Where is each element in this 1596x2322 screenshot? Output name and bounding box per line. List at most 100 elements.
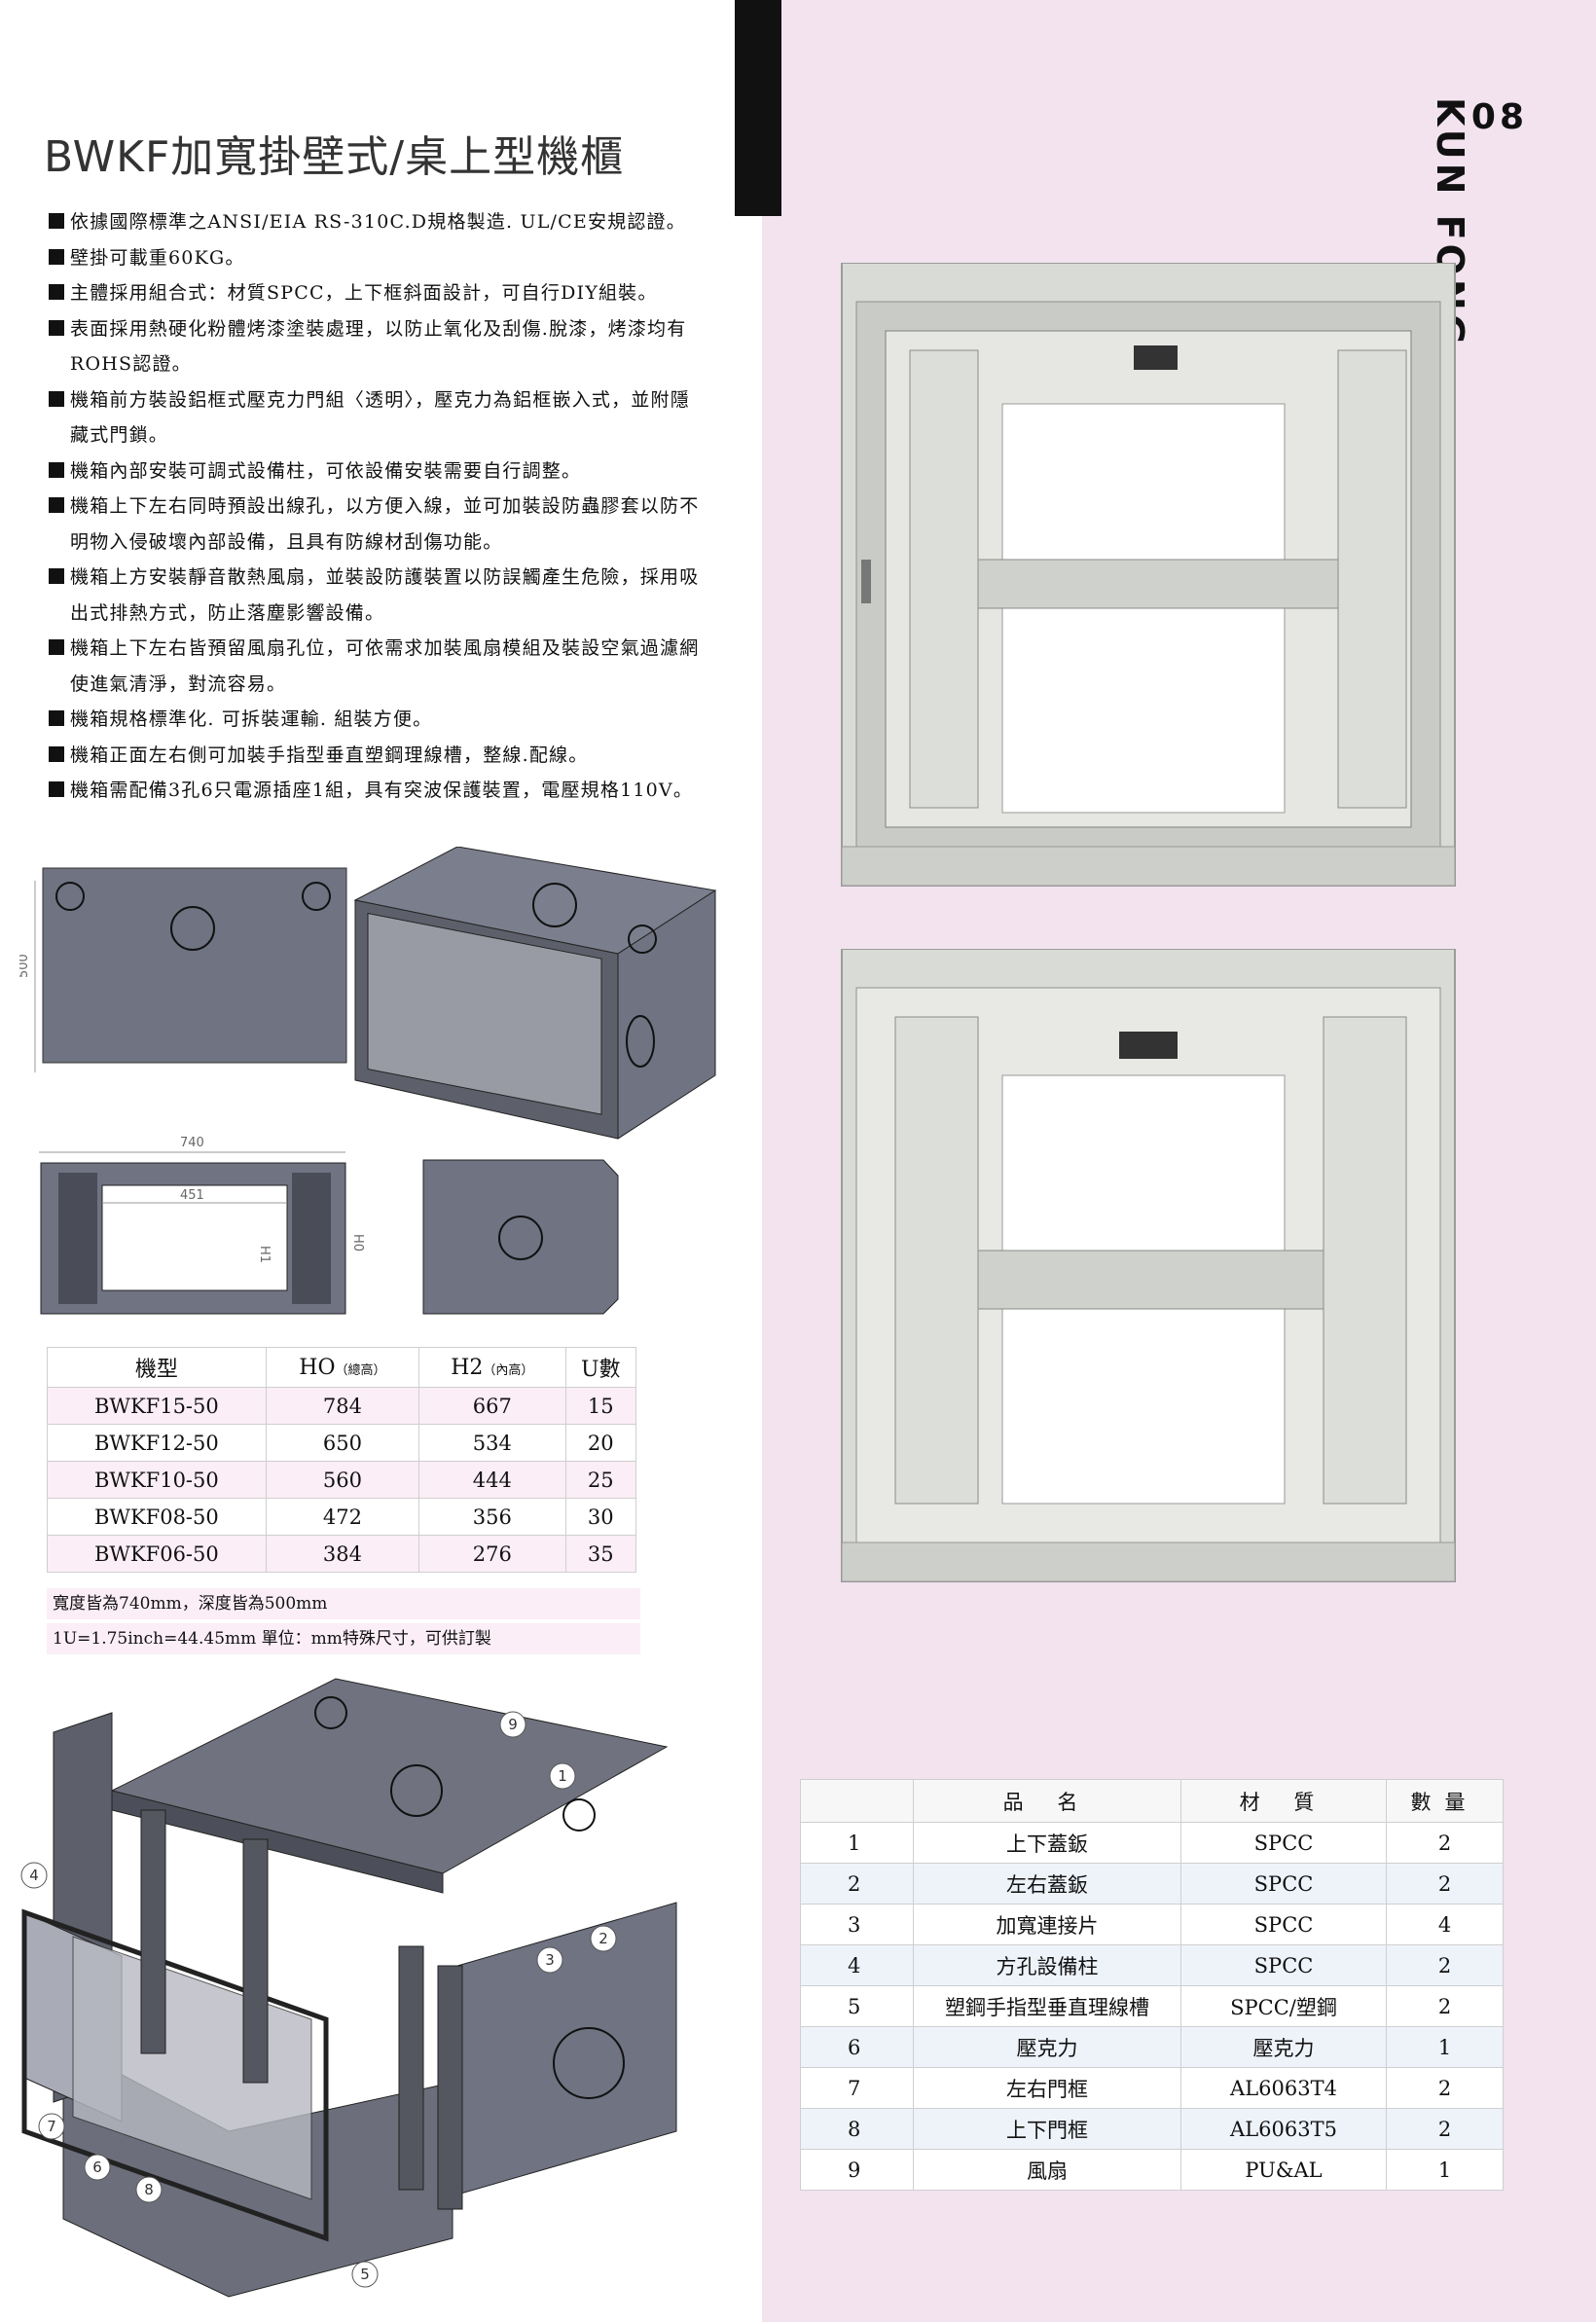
table-row: BWKF10-50 560 444 25: [47, 1461, 636, 1499]
col-header-model: 機型: [47, 1347, 267, 1388]
h0-dimension: H0: [350, 1234, 365, 1252]
feature-item: 機箱上下左右皆預留風扇孔位，可依需求加裝風扇模組及裝設空氣過濾網使進氣清淨，對流…: [49, 631, 701, 702]
cell-qty: 2: [1386, 2108, 1504, 2150]
cell-material: PU&AL: [1180, 2149, 1387, 2191]
feature-item: 依據國際標準之ANSI/EIA RS-310C.D規格製造. UL/CE安規認證…: [49, 204, 701, 240]
cell-no: 8: [800, 2108, 914, 2150]
cell-no: 4: [800, 1944, 914, 1986]
feature-item: 機箱需配備3孔6只電源插座1組，具有突波保護裝置，電壓規格110V。: [49, 773, 701, 809]
cell-no: 6: [800, 2026, 914, 2068]
cell-qty: 2: [1386, 1985, 1504, 2027]
col-header-h2: H2（內高）: [418, 1347, 566, 1388]
cell-no: 7: [800, 2067, 914, 2109]
cell-material: SPCC: [1180, 1822, 1387, 1864]
callout-4: 4: [29, 1867, 39, 1884]
cell-name: 上下門框: [913, 2108, 1181, 2150]
cell-name: 塑鋼手指型垂直理線槽: [913, 1985, 1181, 2027]
cell-ho: 560: [265, 1461, 420, 1499]
col-header-qty: 數量: [1386, 1779, 1504, 1823]
col-header-name: 品 名: [913, 1779, 1181, 1823]
cell-h2: 444: [418, 1461, 566, 1499]
cabinet-photo-open: [841, 949, 1456, 1582]
cell-material: AL6063T5: [1180, 2108, 1387, 2150]
spec-table: 機型 HO（總高） H2（內高） U數 BWKF15-50 784 667 15…: [47, 1347, 636, 1573]
cell-qty: 1: [1386, 2149, 1504, 2191]
side-label: 08 KUN FONG: [1429, 97, 1528, 348]
callout-8: 8: [144, 2181, 154, 2198]
cell-no: 3: [800, 1904, 914, 1945]
cell-material: SPCC: [1180, 1863, 1387, 1905]
callout-1: 1: [558, 1767, 567, 1785]
width-dimension: 740: [180, 1136, 204, 1150]
callout-7: 7: [47, 2118, 56, 2135]
col-header-ho: HO（總高）: [265, 1347, 420, 1388]
feature-item: 機箱上方安裝靜音散熱風扇，並裝設防護裝置以防誤觸產生危險，採用吸出式排熱方式，防…: [49, 560, 701, 631]
cell-qty: 4: [1386, 1904, 1504, 1945]
cell-h2: 276: [418, 1535, 566, 1573]
table-row: BWKF06-50 384 276 35: [47, 1535, 636, 1573]
cell-model: BWKF10-50: [47, 1461, 267, 1499]
cell-ho: 384: [265, 1535, 420, 1573]
cell-material: SPCC/塑鋼: [1180, 1985, 1387, 2027]
feature-item: 主體採用組合式：材質SPCC，上下框斜面設計，可自行DIY組裝。: [49, 275, 701, 311]
cell-h2: 667: [418, 1387, 566, 1425]
cell-u: 25: [564, 1461, 636, 1499]
table-row: BWKF12-50 650 534 20: [47, 1424, 636, 1462]
cell-ho: 650: [265, 1424, 420, 1462]
spec-note-units: 1U=1.75inch=44.45mm 單位：mm特殊尺寸，可供訂製: [47, 1623, 640, 1654]
inner-width-dimension: 451: [180, 1188, 204, 1203]
cell-model: BWKF15-50: [47, 1387, 267, 1425]
feature-item: 機箱前方裝設鋁框式壓克力門組〈透明〉，壓克力為鋁框嵌入式，並附隱藏式門鎖。: [49, 382, 701, 454]
side-view-drawing: [422, 1159, 619, 1315]
front-view-drawing: 740 451 H1 H0: [39, 1136, 365, 1315]
cell-no: 5: [800, 1985, 914, 2027]
cell-qty: 2: [1386, 2067, 1504, 2109]
cell-model: BWKF06-50: [47, 1535, 267, 1573]
cell-name: 方孔設備柱: [913, 1944, 1181, 1986]
cell-material: SPCC: [1180, 1904, 1387, 1945]
cell-ho: 472: [265, 1498, 420, 1536]
cell-material: 壓克力: [1180, 2026, 1387, 2068]
cell-u: 15: [564, 1387, 636, 1425]
page-tab: [735, 0, 781, 216]
col-header-material: 材 質: [1180, 1779, 1387, 1823]
cell-name: 壓克力: [913, 2026, 1181, 2068]
h1-dimension: H1: [257, 1246, 272, 1263]
top-view-drawing: 500: [19, 867, 347, 1072]
cell-name: 上下蓋鈑: [913, 1822, 1181, 1864]
exploded-view-drawing: 9 1 2 3 4 5 6 7 8: [20, 1678, 677, 2298]
callout-3: 3: [545, 1951, 555, 1969]
callout-2: 2: [598, 1930, 608, 1947]
depth-dimension: 500: [19, 954, 31, 978]
cell-no: 9: [800, 2149, 914, 2191]
cell-name: 左右門框: [913, 2067, 1181, 2109]
cabinet-photo-with-door: [841, 263, 1456, 887]
cell-h2: 534: [418, 1424, 566, 1462]
feature-list: 依據國際標準之ANSI/EIA RS-310C.D規格製造. UL/CE安規認證…: [49, 204, 701, 809]
cell-material: SPCC: [1180, 1944, 1387, 1986]
table-row: BWKF15-50 784 667 15: [47, 1387, 636, 1425]
cell-qty: 2: [1386, 1944, 1504, 1986]
cell-ho: 784: [265, 1387, 420, 1425]
cell-no: 1: [800, 1822, 914, 1864]
cell-name: 風扇: [913, 2149, 1181, 2191]
cell-h2: 356: [418, 1498, 566, 1536]
cell-model: BWKF12-50: [47, 1424, 267, 1462]
isometric-drawing: [353, 847, 717, 1140]
cell-u: 35: [564, 1535, 636, 1573]
cell-qty: 2: [1386, 1863, 1504, 1905]
feature-item: 壁掛可載重60KG。: [49, 240, 701, 276]
feature-item: 機箱內部安裝可調式設備柱，可依設備安裝需要自行調整。: [49, 454, 701, 490]
page-title: BWKF加寬掛壁式/桌上型機櫃: [44, 132, 625, 182]
feature-item: 機箱規格標準化. 可拆裝運輸. 組裝方便。: [49, 702, 701, 738]
cell-u: 30: [564, 1498, 636, 1536]
